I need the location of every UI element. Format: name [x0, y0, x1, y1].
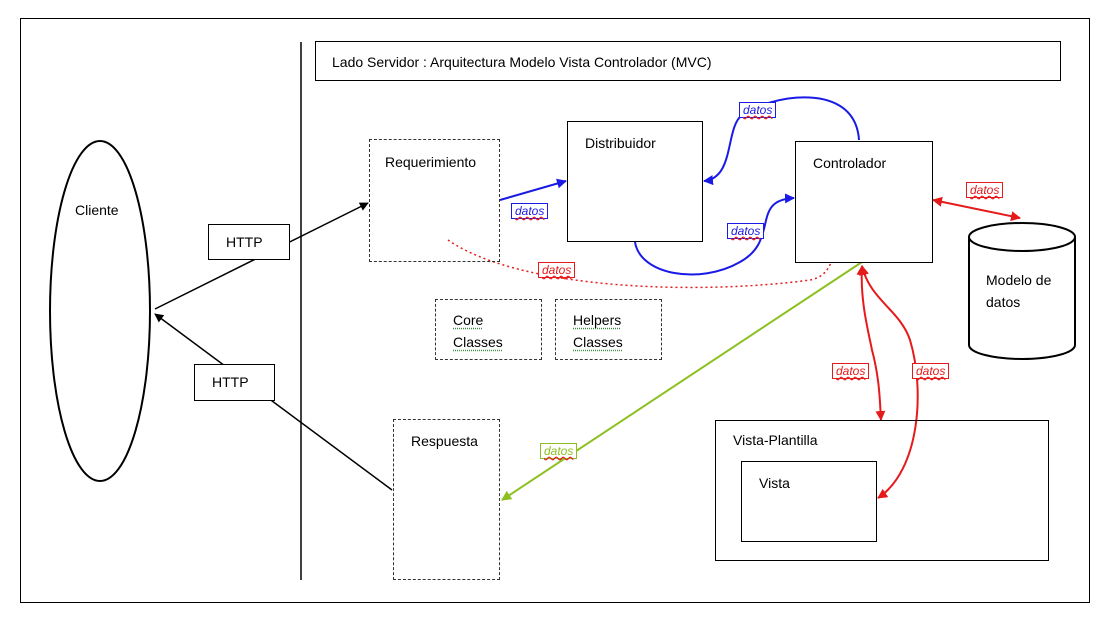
req-to-ctrl-dotted-arrow	[447, 221, 841, 289]
req-to-dist-arrow	[499, 178, 567, 201]
controlador-label: Controlador	[813, 155, 887, 171]
distribuidor-box: Distribuidor	[567, 121, 703, 242]
respuesta-box: Respuesta	[393, 419, 500, 580]
datos-text: datos	[743, 103, 773, 117]
helpers-classes-box: Helpers Classes	[555, 299, 662, 360]
http-request-box: HTTP	[208, 224, 290, 260]
datos-text: datos	[731, 224, 761, 238]
datos-text: datos	[544, 444, 574, 458]
distribuidor-label: Distribuidor	[585, 135, 656, 151]
http-request-label: HTTP	[226, 234, 263, 250]
helpers-label-line2: Classes	[573, 334, 623, 350]
http-response-box: HTTP	[194, 364, 275, 401]
http-response-label: HTTP	[212, 374, 249, 390]
outer-frame	[20, 18, 1090, 603]
datos-tag-ctrl-plantilla: datos	[832, 363, 870, 379]
model-cylinder	[968, 222, 1076, 360]
datos-text: datos	[515, 204, 545, 218]
datos-tag-ctrl-model: datos	[966, 182, 1004, 198]
response-arrow	[154, 313, 393, 491]
requerimiento-box: Requerimiento	[369, 139, 500, 262]
vista-label: Vista	[759, 475, 790, 491]
modelo-label-line2: datos	[986, 294, 1021, 310]
datos-tag-ctrl-vista: datos	[912, 363, 950, 379]
requerimiento-label: Requerimiento	[385, 154, 477, 170]
datos-text: datos	[916, 364, 946, 378]
datos-tag-dist-ctrl: datos	[727, 223, 765, 239]
dist-to-ctrl-arrow	[634, 193, 795, 276]
title-box: Lado Servidor : Arquitectura Modelo Vist…	[315, 41, 1061, 81]
datos-text: datos	[542, 263, 572, 277]
datos-text: datos	[970, 183, 1000, 197]
vista-box: Vista	[741, 461, 877, 542]
datos-tag-ctrl-resp: datos	[540, 443, 578, 459]
client-ellipse	[49, 140, 151, 482]
helpers-label-line1: Helpers	[573, 312, 622, 328]
ctrl-to-resp-arrow	[501, 261, 863, 501]
core-label-line1: Core	[453, 312, 484, 328]
page-title: Lado Servidor : Arquitectura Modelo Vist…	[332, 54, 712, 70]
datos-tag-ctrl-dist: datos	[739, 102, 777, 118]
ctrl-vista-arrow	[859, 265, 919, 499]
datos-tag-req-ctrl: datos	[538, 262, 576, 278]
respuesta-label: Respuesta	[411, 433, 478, 449]
controlador-box: Controlador	[795, 141, 933, 263]
vista-plantilla-label: Vista-Plantilla	[733, 432, 818, 448]
core-label-line2: Classes	[453, 334, 503, 350]
vista-plantilla-box: Vista-Plantilla Vista	[715, 420, 1049, 561]
ctrl-model-arrow	[932, 196, 1021, 222]
datos-tag-req-dist: datos	[511, 203, 549, 219]
datos-text: datos	[836, 364, 866, 378]
modelo-label-line1: Modelo de	[986, 272, 1052, 288]
core-classes-box: Core Classes	[435, 299, 542, 360]
client-label: Cliente	[75, 202, 119, 218]
